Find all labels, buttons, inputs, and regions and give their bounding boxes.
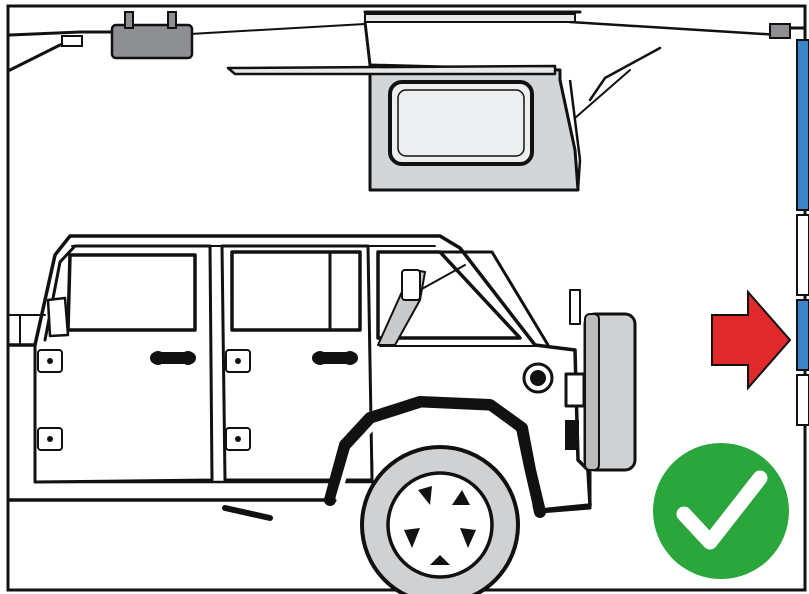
arrow-right-icon bbox=[712, 292, 790, 388]
hoist-motor bbox=[112, 12, 192, 58]
jeep-four-door bbox=[10, 236, 635, 594]
checkmark-icon bbox=[653, 443, 789, 579]
wall-mounted-hoist-track bbox=[770, 24, 809, 425]
hardtop-rear-section bbox=[228, 14, 580, 190]
